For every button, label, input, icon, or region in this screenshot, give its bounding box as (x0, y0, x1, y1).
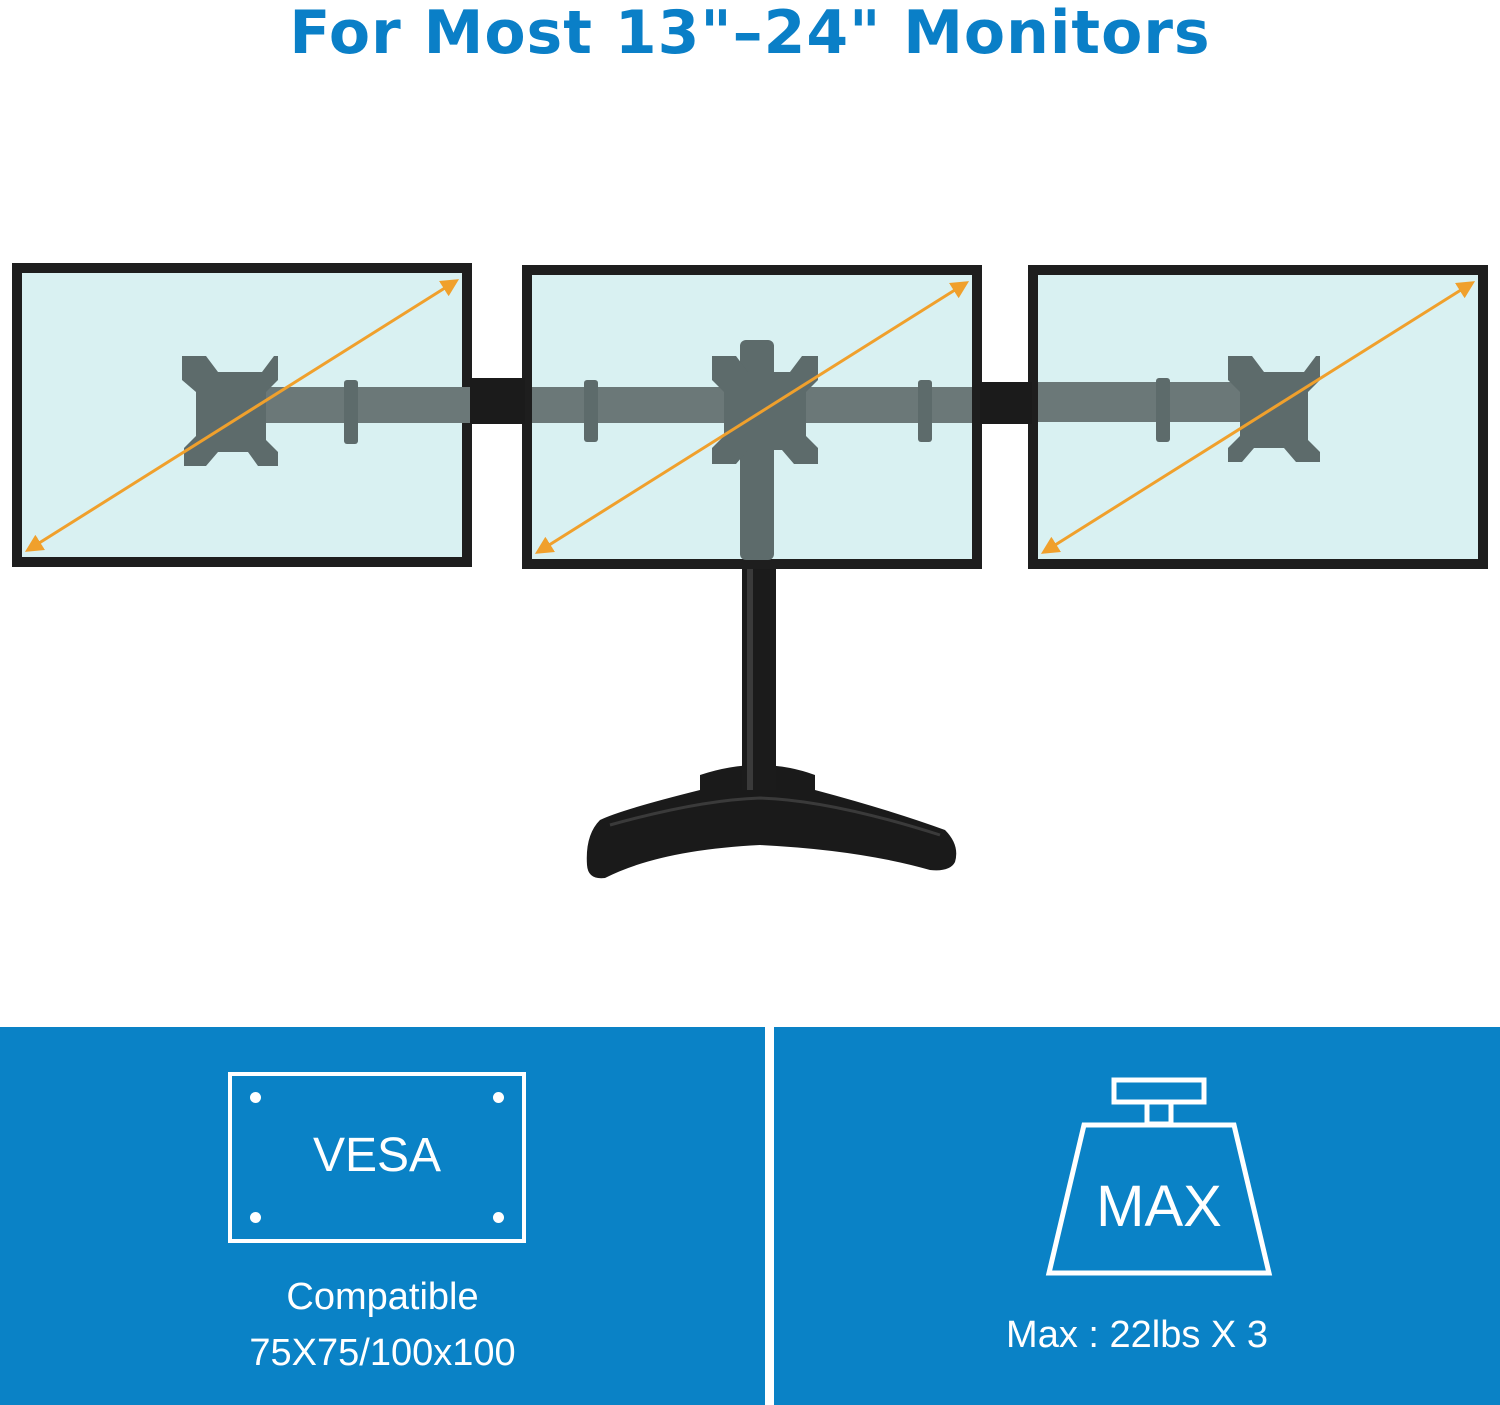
vesa-compatible-line: Compatible (286, 1276, 479, 1318)
vesa-hole-bottom-right (493, 1212, 504, 1223)
vesa-bracket-left (182, 356, 278, 466)
vesa-label: VESA (312, 1129, 442, 1182)
vesa-hole-bottom-left (250, 1212, 261, 1223)
panel-divider (765, 1027, 774, 1405)
vesa-hole-top-left (250, 1092, 261, 1103)
arm-connector-left (470, 378, 525, 424)
vesa-plate-icon: VESA (228, 1072, 526, 1243)
triple-monitor-stand-illustration (12, 263, 1488, 879)
vesa-panel: VESA Compatible 75X75/100x100 (0, 1027, 765, 1405)
headline: For Most 13"–24" Monitors (289, 0, 1211, 68)
stand-base (586, 765, 957, 879)
diagonal-arrows (24, 279, 1476, 554)
weight-icon (1045, 1077, 1273, 1276)
max-load-text: Max : 22lbs X 3 (1006, 1314, 1268, 1356)
max-label: MAX (1096, 1174, 1222, 1239)
vesa-sizes-line: 75X75/100x100 (249, 1332, 516, 1374)
arm-connector-right (980, 382, 1032, 424)
weight-panel: MAX Max : 22lbs X 3 (774, 1027, 1500, 1405)
vesa-hole-top-right (493, 1092, 504, 1103)
